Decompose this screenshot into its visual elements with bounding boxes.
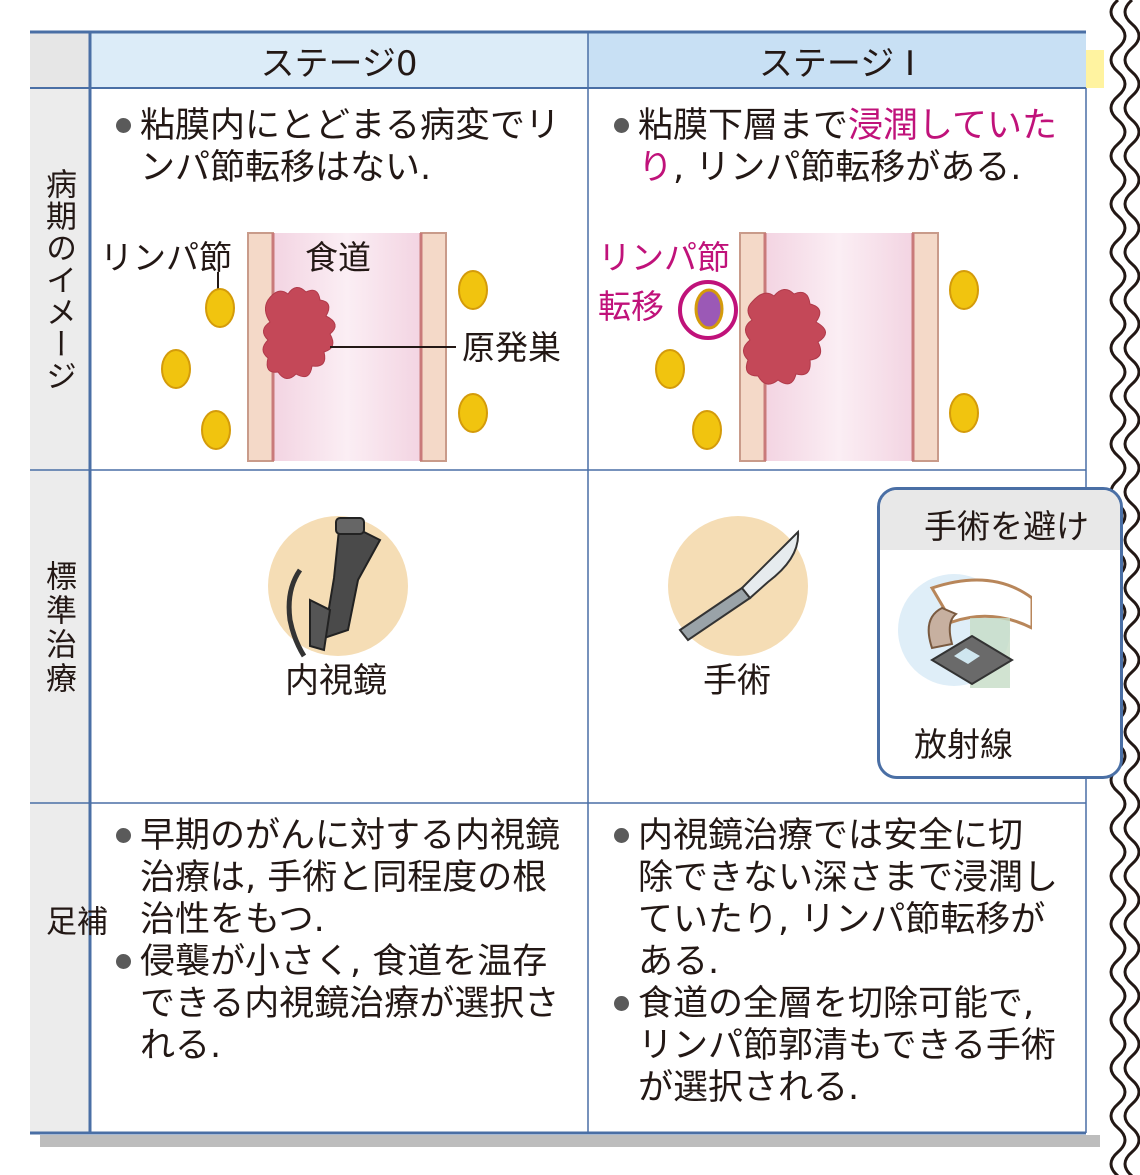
lymph-node: [161, 349, 191, 389]
alt-treatment-header: 手術を避け: [880, 490, 1120, 550]
stage1-note-line: リンパ節郭清もできる手術: [638, 1026, 1056, 1066]
stage0-note-line: 早期のがんに対する内視鏡: [113, 815, 583, 857]
row-label-treatment: 標準治療: [40, 560, 76, 696]
radiation-icon: [898, 574, 1032, 688]
metastatic-lymph-node: [694, 288, 724, 330]
lymph-node: [692, 410, 722, 450]
stage0-note-line: れる.: [140, 1026, 222, 1066]
treatment-endoscope: 内視鏡: [285, 661, 387, 701]
lymph-node: [201, 410, 231, 450]
lymph-node: [205, 288, 235, 328]
stage0-note-line: 治性をもつ.: [140, 900, 325, 940]
stage1-note-line: 食道の全層を切除可能で,: [611, 983, 1081, 1025]
stage1-note-line: 内視鏡治療では安全に切: [611, 815, 1081, 857]
stage1-note-line: が選択される.: [638, 1068, 860, 1108]
header-stage1: ステージ I: [758, 43, 916, 84]
label-lymph-metastasis-1: リンパ節: [598, 238, 730, 277]
stage1-notes: 内視鏡治療では安全に切 除できない深さまで浸潤し ていたり, リンパ節転移が あ…: [611, 815, 1081, 1109]
label-lymph-metastasis-2: 転移: [598, 287, 664, 326]
stage1-desc-highlight: り: [638, 148, 674, 188]
lymph-node: [458, 270, 488, 310]
alt-treatment-radiation: 放射線: [914, 725, 1013, 764]
endoscope-icon: [268, 516, 408, 658]
stage1-description: 粘膜下層まで浸潤していた り, リンパ節転移がある.: [611, 105, 1081, 189]
stage0-notes: 早期のがんに対する内視鏡 治療は, 手術と同程度の根 治性をもつ. 侵襲が小さく…: [113, 815, 583, 1067]
stage1-desc-text: , リンパ節転移がある.: [673, 148, 1022, 188]
row-label-image: 病期のイメージ: [40, 168, 76, 392]
stage0-description: 粘膜内にとどまる病変でリ ンパ節転移はない.: [113, 105, 583, 189]
stage0-note-line: 治療は, 手術と同程度の根: [140, 858, 548, 898]
header-corner: [30, 32, 90, 88]
header-stage0-bg: [90, 32, 588, 88]
row-label-note: 補足: [40, 905, 107, 984]
stage1-desc-text: 粘膜下層まで: [638, 106, 849, 146]
label-lymph-node: リンパ節: [100, 238, 232, 277]
stage1-note-line: 除できない深さまで浸潤し: [638, 858, 1059, 898]
header-stage1-bg: [588, 32, 1086, 88]
header-stage0: ステージ0: [260, 43, 418, 84]
stage0-desc-line: ンパ節転移はない.: [140, 148, 432, 188]
primary-tumor: [743, 289, 826, 385]
stage1-desc-highlight: 浸潤していた: [848, 106, 1057, 146]
lymph-node: [949, 270, 979, 310]
stage1-note-line: ていたり, リンパ節転移が: [638, 900, 1046, 940]
treatment-surgery: 手術: [703, 661, 771, 701]
alt-treatment-title: 手術を避け: [924, 507, 1089, 546]
lymph-node: [949, 393, 979, 433]
stage1-note-line: ある.: [638, 942, 720, 982]
label-esophagus: 食道: [305, 238, 371, 277]
stage0-note-line: 侵襲が小さく, 食道を温存: [113, 941, 583, 983]
stage0-note-line: できる内視鏡治療が選択さ: [140, 984, 560, 1024]
scalpel-icon: [668, 516, 808, 656]
row-label-column: [30, 88, 90, 1132]
lymph-node: [458, 393, 488, 433]
stage0-desc-line: 粘膜内にとどまる病変でリ: [113, 105, 583, 147]
stage1-esophagus-illustration: [655, 232, 979, 462]
alt-treatment-box: 手術を避け 放射線: [877, 487, 1123, 779]
header-next-bg: [1086, 50, 1104, 88]
primary-tumor: [262, 287, 336, 379]
stage0-esophagus-illustration: [161, 232, 488, 462]
label-primary-tumor: 原発巣: [462, 328, 561, 367]
lymph-node: [655, 349, 685, 389]
